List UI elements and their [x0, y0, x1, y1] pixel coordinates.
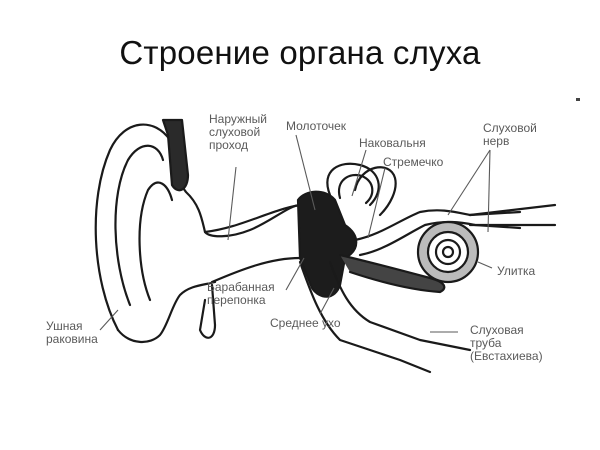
label-malleus: Молоточек: [286, 119, 347, 133]
label-middle-ear: Среднее ухо: [270, 316, 341, 330]
page-title: Строение органа слуха: [119, 34, 481, 71]
label-stapes: Стремечко: [383, 155, 444, 169]
label-incus: Наковальня: [359, 136, 426, 150]
corner-mark: [576, 98, 580, 101]
label-cochlea: Улитка: [497, 264, 536, 278]
